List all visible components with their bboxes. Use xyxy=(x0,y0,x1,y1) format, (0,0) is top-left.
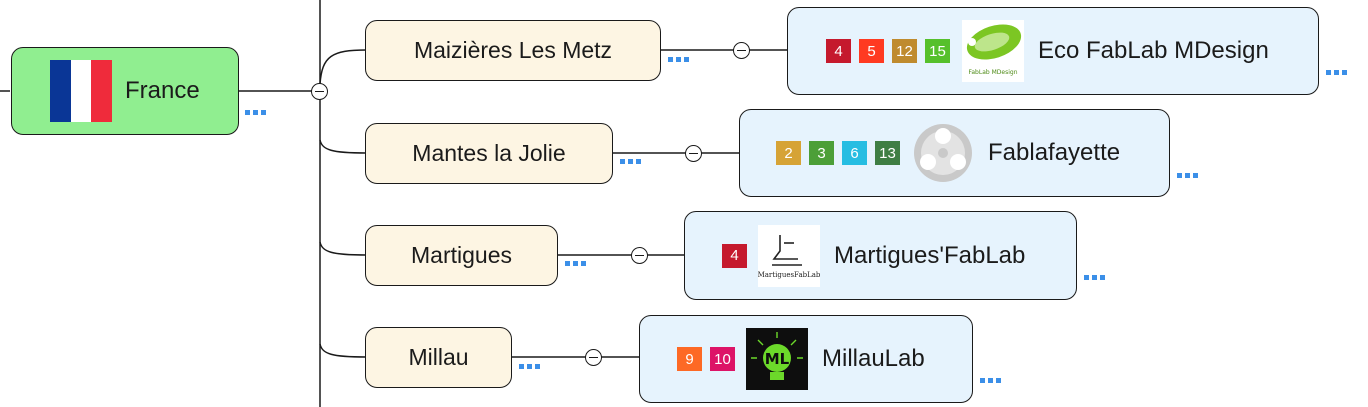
more-indicator-root[interactable] xyxy=(245,110,266,115)
more-indicator-lab-1[interactable] xyxy=(1326,70,1347,75)
city-node-millau[interactable]: Millau xyxy=(365,327,512,388)
lab-name: Eco FabLab MDesign xyxy=(1038,37,1269,64)
more-indicator-city-4[interactable] xyxy=(519,364,540,369)
sdg-badge-10: 10 xyxy=(710,347,735,371)
sdg-badge-6: 6 xyxy=(842,141,867,165)
svg-text:MartiguesFabLab: MartiguesFabLab xyxy=(758,271,820,279)
lab-node-millaulab[interactable]: 9 10 ML MillauLab xyxy=(639,315,973,403)
more-indicator-lab-3[interactable] xyxy=(1084,275,1105,280)
sdg-badge-3: 3 xyxy=(809,141,834,165)
eco-fablab-mdesign-logo-icon: FabLab MDesign xyxy=(962,20,1024,82)
city-node-mantes-la-jolie[interactable]: Mantes la Jolie xyxy=(365,123,613,184)
lab-name: Martigues'FabLab xyxy=(834,241,1026,269)
sdg-badge-9: 9 xyxy=(677,347,702,371)
france-flag-icon xyxy=(50,60,113,122)
sdg-badge-5: 5 xyxy=(859,39,884,63)
sdg-badges: 4 5 12 15 xyxy=(826,39,950,63)
lab-name: Fablafayette xyxy=(988,139,1121,166)
sdg-badges: 9 10 xyxy=(677,347,735,371)
collapse-toggle-root[interactable] xyxy=(311,83,328,100)
collapse-toggle-city-4[interactable] xyxy=(585,349,602,366)
lab-node-eco-fablab-mdesign[interactable]: 4 5 12 15 FabLab MDesign Eco FabLab MDes… xyxy=(787,7,1319,95)
collapse-toggle-city-1[interactable] xyxy=(733,42,750,59)
millaulab-logo-icon: ML xyxy=(746,328,808,390)
sdg-badge-4: 4 xyxy=(722,243,747,268)
root-node-france[interactable]: France xyxy=(11,47,239,135)
martigues-fablab-logo-icon: MartiguesFabLab xyxy=(758,224,820,287)
more-indicator-city-1[interactable] xyxy=(668,57,689,62)
city-node-martigues[interactable]: Martigues xyxy=(365,225,558,286)
more-indicator-lab-4[interactable] xyxy=(980,378,1001,383)
sdg-badge-15: 15 xyxy=(925,39,950,63)
lab-name: MillauLab xyxy=(822,345,925,372)
collapse-toggle-city-3[interactable] xyxy=(631,247,648,264)
collapse-toggle-city-2[interactable] xyxy=(685,145,702,162)
sdg-badge-2: 2 xyxy=(776,141,801,165)
city-label: Martigues xyxy=(411,242,512,268)
root-label: France xyxy=(125,77,200,104)
city-label: Mantes la Jolie xyxy=(412,140,566,166)
sdg-badges: 2 3 6 13 xyxy=(776,141,900,165)
svg-text:FabLab MDesign: FabLab MDesign xyxy=(968,69,1017,76)
sdg-badge-13: 13 xyxy=(875,141,900,165)
city-label: Maizières Les Metz xyxy=(413,37,613,63)
sdg-badge-12: 12 xyxy=(892,39,917,63)
city-label: Millau xyxy=(408,344,469,370)
sdg-badges: 4 xyxy=(722,243,747,268)
svg-text:ML: ML xyxy=(765,350,790,368)
more-indicator-lab-2[interactable] xyxy=(1177,173,1198,178)
more-indicator-city-2[interactable] xyxy=(620,159,641,164)
city-node-maizieres-les-metz[interactable]: Maizières Les Metz xyxy=(365,20,661,81)
lab-node-fablafayette[interactable]: 2 3 6 13 Fablafayette xyxy=(739,109,1170,197)
more-indicator-city-3[interactable] xyxy=(565,261,586,266)
fablafayette-logo-icon xyxy=(914,124,972,182)
lab-node-martigues-fablab[interactable]: 4 MartiguesFabLab Martigues'FabLab xyxy=(684,211,1077,300)
sdg-badge-4: 4 xyxy=(826,39,851,63)
